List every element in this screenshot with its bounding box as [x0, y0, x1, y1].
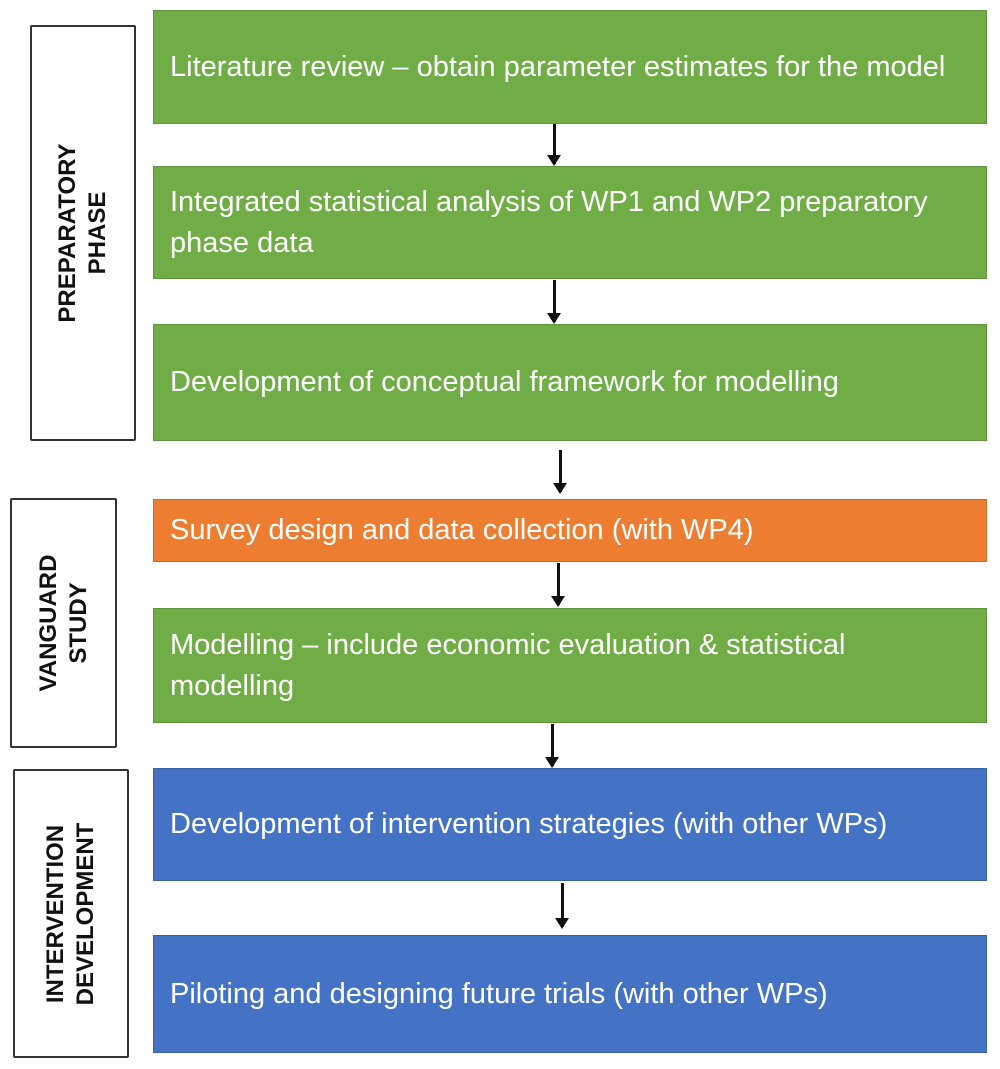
phase-label-text: PHASE [84, 191, 111, 275]
phase-label-text: INTERVENTION [42, 824, 69, 1003]
phase-label-text: STUDY [64, 582, 92, 664]
step-intervention-strategies: Development of intervention strategies (… [153, 768, 987, 881]
step-modelling: Modelling – include economic evaluation … [153, 608, 987, 723]
arrow-down-icon [545, 724, 559, 768]
arrow-down-icon [555, 883, 569, 929]
step-conceptual-framework: Development of conceptual framework for … [153, 324, 987, 441]
step-literature-review: Literature review – obtain parameter est… [153, 10, 987, 124]
step-piloting-trials: Piloting and designing future trials (wi… [153, 935, 987, 1053]
arrow-down-icon [547, 124, 561, 166]
arrow-down-icon [547, 280, 561, 324]
arrow-down-icon [553, 450, 567, 494]
step-statistical-analysis: Integrated statistical analysis of WP1 a… [153, 166, 987, 279]
step-survey-design: Survey design and data collection (with … [153, 499, 987, 562]
arrow-down-icon [551, 563, 565, 607]
phase-label-text: VANGUARD [34, 554, 62, 692]
phase-label-text: DEVELOPMENT [72, 822, 99, 1005]
phase-label-text: PREPARATORY [54, 143, 81, 323]
